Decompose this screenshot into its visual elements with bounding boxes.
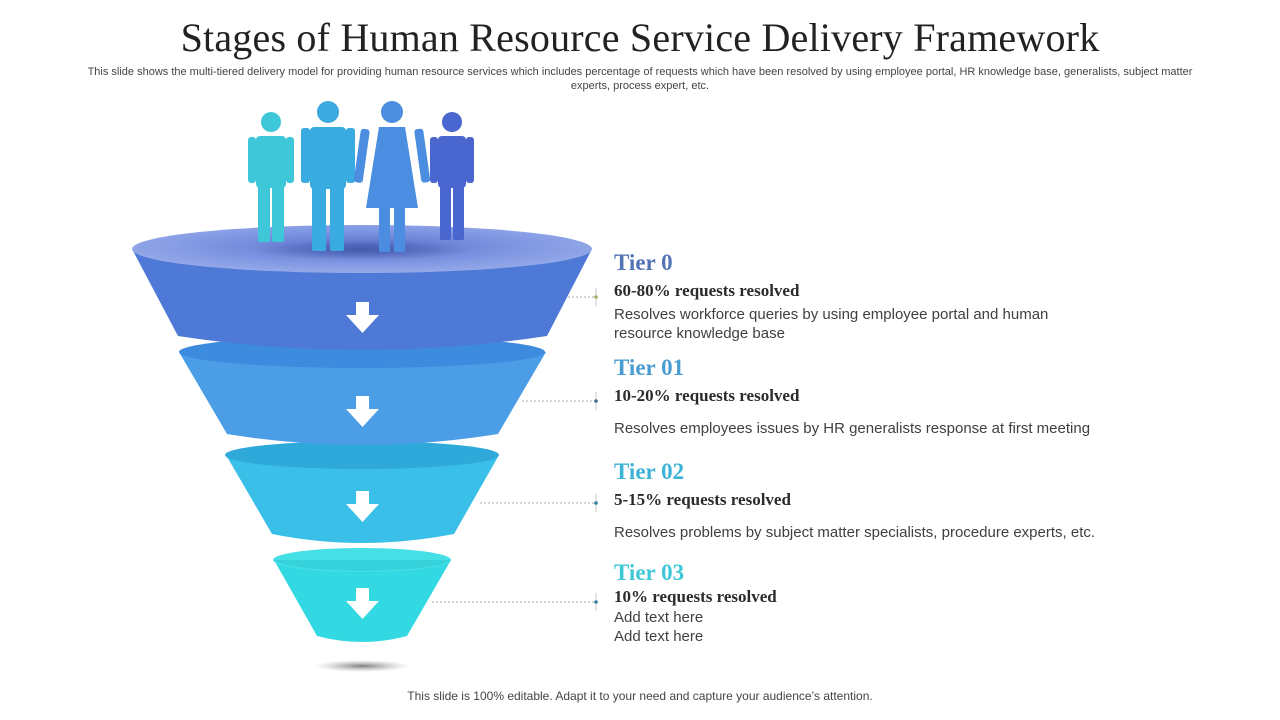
person-male-icon — [301, 101, 355, 251]
tier-01-block: Tier 01 10-20% requests resolved Resolve… — [614, 355, 1174, 438]
tier-01-description: Resolves employees issues by HR generali… — [614, 420, 1091, 437]
tier-03-stat: 10% requests resolved — [614, 587, 777, 606]
person-male-icon — [248, 112, 294, 242]
slide-subtitle: This slide shows the multi-tiered delive… — [87, 66, 1193, 92]
funnel-segment-tier-01 — [179, 336, 546, 445]
funnel-segment-tier-0 — [132, 225, 592, 350]
connector-tier-01 — [522, 392, 598, 410]
tier-03-title: Tier 03 — [614, 560, 685, 585]
slide-footer: This slide is 100% editable. Adapt it to… — [407, 689, 873, 703]
tier-0-title: Tier 0 — [614, 250, 673, 275]
tier-02-block: Tier 02 5-15% requests resolved Resolves… — [614, 459, 1174, 542]
tier-0-stat: 60-80% requests resolved — [614, 281, 800, 300]
arrow-down-icon — [346, 396, 379, 427]
tier-0-description: Resolves workforce queries by using empl… — [614, 306, 1049, 342]
funnel-segment-tier-03 — [273, 548, 451, 642]
arrow-down-icon — [346, 491, 379, 522]
tier-01-title: Tier 01 — [614, 355, 685, 380]
tier-03-description: Add text here Add text here — [614, 609, 704, 645]
tier-02-title: Tier 02 — [614, 459, 685, 484]
funnel-segment-tier-02 — [225, 441, 499, 543]
tier-02-stat: 5-15% requests resolved — [614, 490, 791, 509]
tier-01-stat: 10-20% requests resolved — [614, 386, 800, 405]
tier-02-description: Resolves problems by subject matter spec… — [614, 524, 1096, 541]
person-male-icon — [430, 112, 474, 240]
connector-tier-0 — [568, 288, 598, 306]
connector-tier-02 — [480, 494, 598, 512]
arrow-down-icon — [346, 302, 379, 333]
tier-0-block: Tier 0 60-80% requests resolved Resolves… — [614, 250, 1174, 343]
slide-title: Stages of Human Resource Service Deliver… — [180, 15, 1100, 60]
arrow-down-icon — [346, 588, 379, 619]
connector-tier-03 — [432, 593, 598, 611]
funnel-shadow — [314, 660, 410, 672]
people-group — [248, 101, 474, 252]
tier-03-block: Tier 03 10% requests resolved Add text h… — [614, 560, 1174, 646]
person-female-icon — [353, 101, 431, 252]
